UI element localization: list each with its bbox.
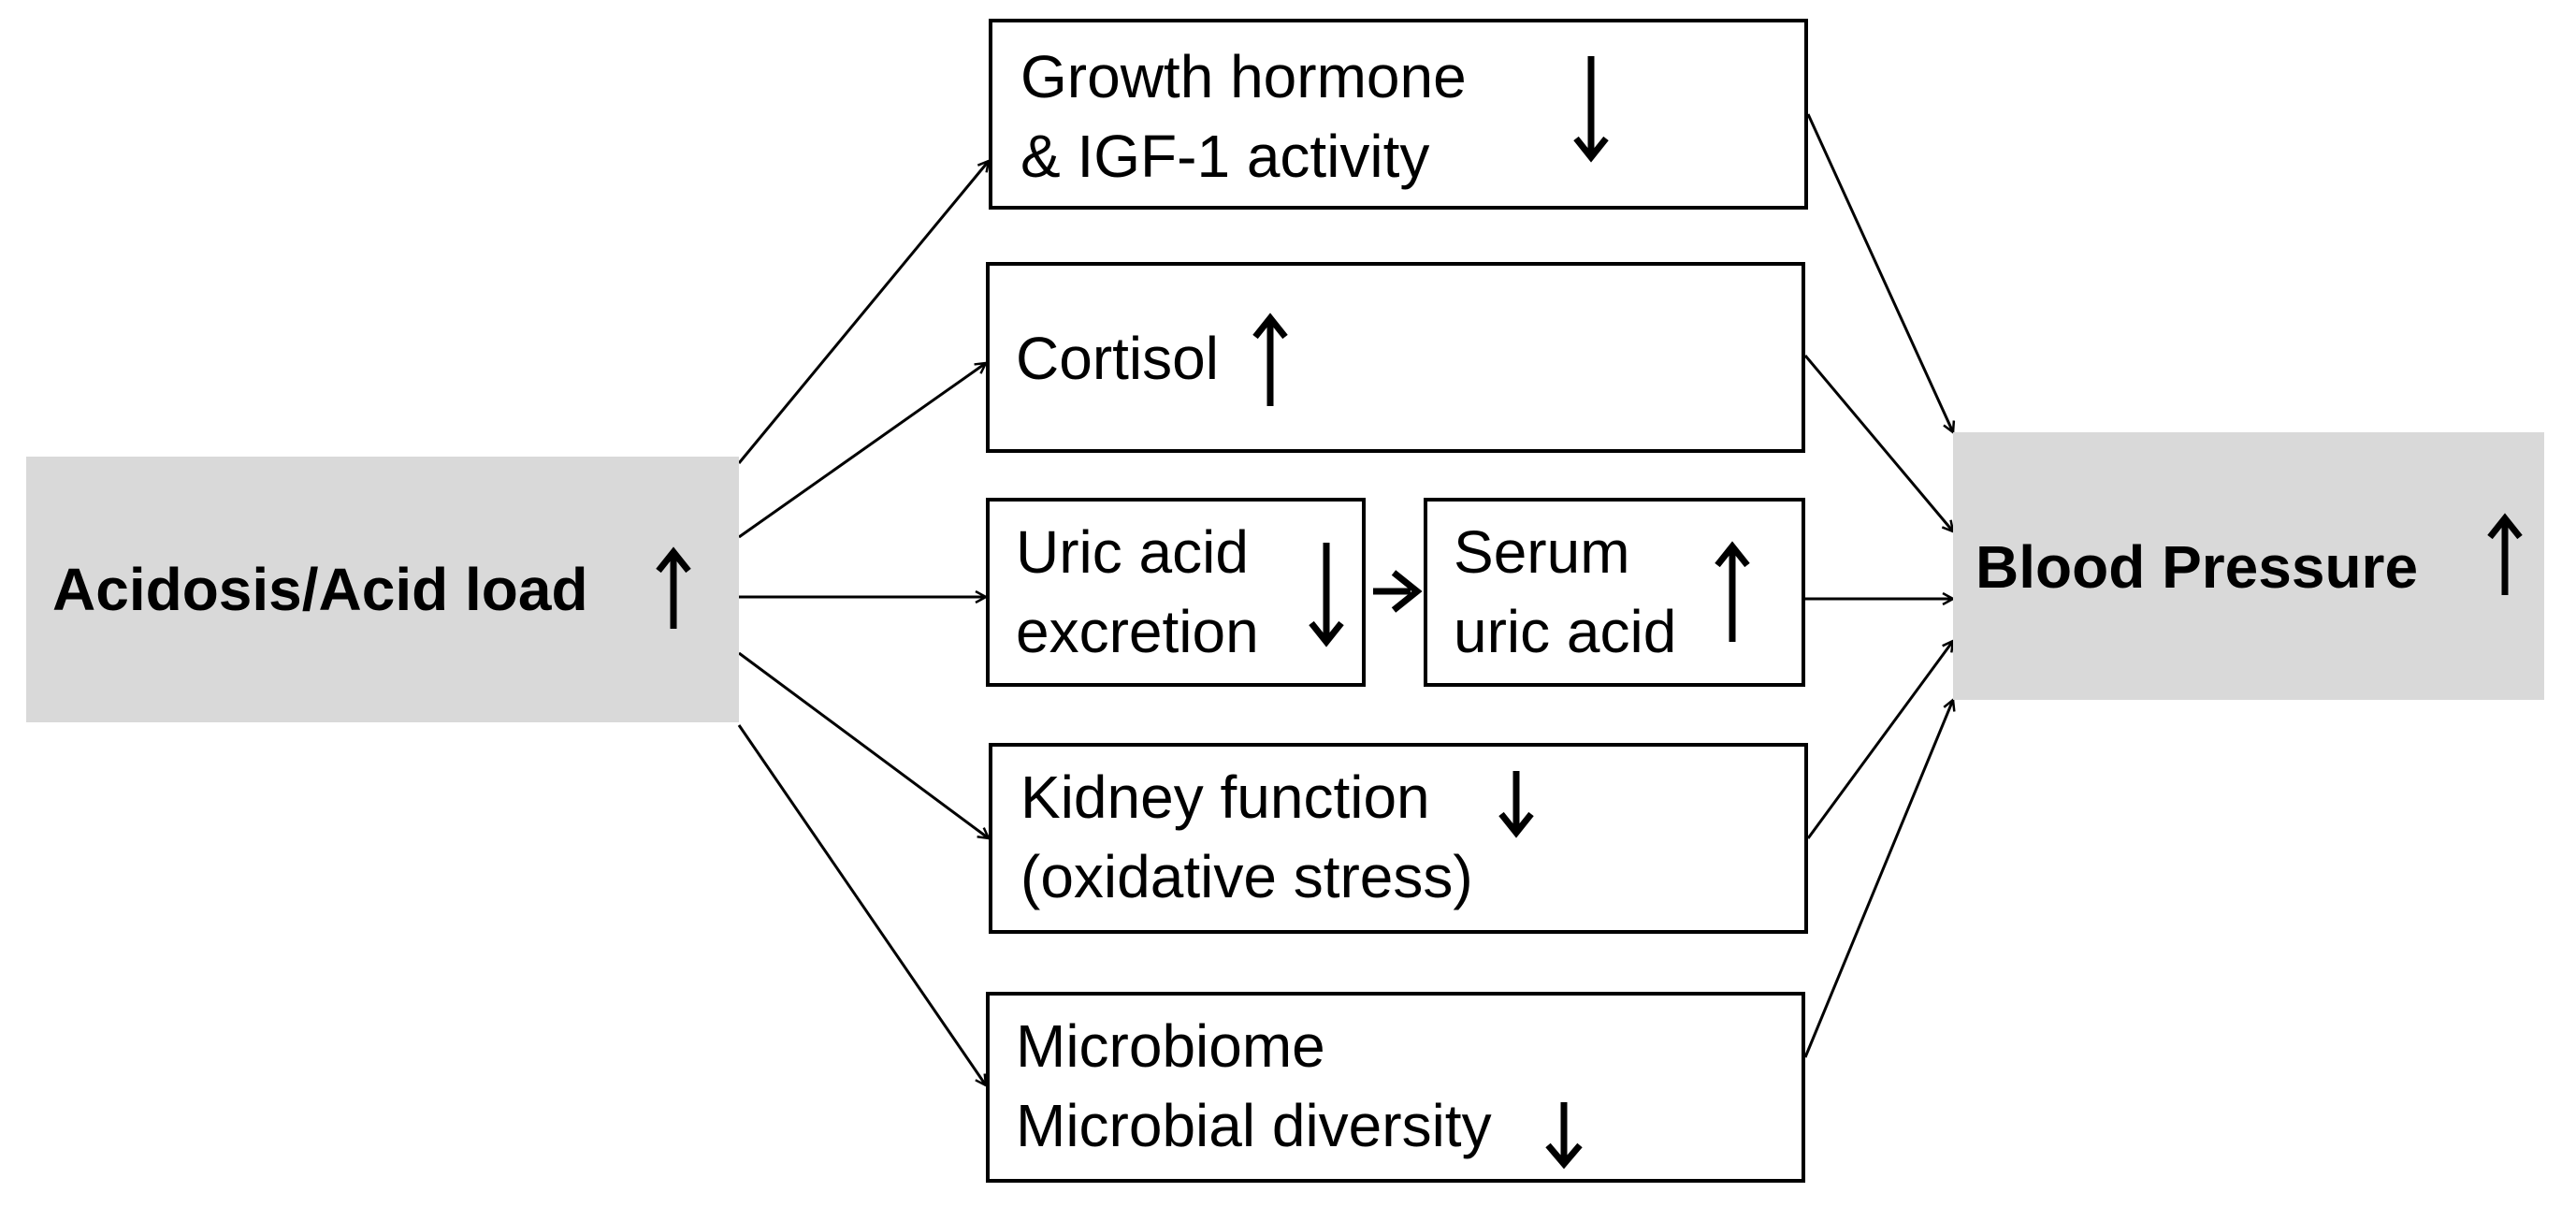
edge-microbiome-to-target	[1803, 700, 1953, 1058]
edge-source-to-cortisol	[738, 363, 986, 539]
decrease-arrow-icon	[1545, 1102, 1583, 1170]
edge-source-to-microbiome	[737, 724, 986, 1085]
target-label: Blood Pressure	[1975, 533, 2419, 601]
edge-kidney-function-to-target	[1806, 641, 1953, 839]
decrease-arrow-icon	[1309, 543, 1344, 647]
increase-arrow-icon	[1715, 541, 1750, 642]
increase-arrow-icon	[2487, 513, 2523, 595]
mediator-line: Serum	[1454, 518, 1630, 586]
mediator-uric-acid-excretion: Uric acid excretion	[986, 498, 1366, 687]
mediator-line: Microbiome	[1016, 1012, 1325, 1080]
mediator-line: Microbial diversity	[1016, 1092, 1492, 1159]
edge-source-to-kidney-function	[738, 651, 989, 838]
edge-uric-acid-excretion-to-serum-uric-acid	[1373, 570, 1423, 613]
mediator-growth-hormone: Growth hormone & IGF-1 activity	[989, 19, 1808, 210]
mediator-kidney-function: Kidney function (oxidative stress)	[989, 743, 1808, 934]
source-label: Acidosis/Acid load	[52, 556, 588, 623]
source-node: Acidosis/Acid load	[26, 457, 739, 722]
mediator-serum-uric-acid: Serum uric acid	[1424, 498, 1805, 687]
decrease-arrow-icon	[1573, 56, 1609, 163]
mediator-cortisol: Cortisol	[986, 262, 1805, 453]
edge-source-to-growth-hormone	[737, 161, 989, 464]
mediator-line: & IGF-1 activity	[1020, 123, 1430, 190]
mediator-line: Kidney function	[1020, 763, 1430, 831]
mediator-line: Cortisol	[1016, 325, 1219, 392]
increase-arrow-icon	[656, 546, 691, 629]
mediator-line: excretion	[1016, 598, 1259, 665]
mediator-line: (oxidative stress)	[1020, 843, 1473, 910]
mediator-line: uric acid	[1454, 598, 1677, 665]
increase-arrow-icon	[1252, 313, 1288, 406]
target-node: Blood Pressure	[1953, 432, 2544, 700]
mediator-line: Uric acid	[1016, 518, 1249, 586]
edge-growth-hormone-to-target	[1806, 113, 1953, 432]
mediator-microbiome: Microbiome Microbial diversity	[986, 992, 1805, 1183]
edge-cortisol-to-target	[1803, 355, 1953, 531]
decrease-arrow-icon	[1498, 771, 1534, 838]
mediator-line: Growth hormone	[1020, 43, 1467, 110]
